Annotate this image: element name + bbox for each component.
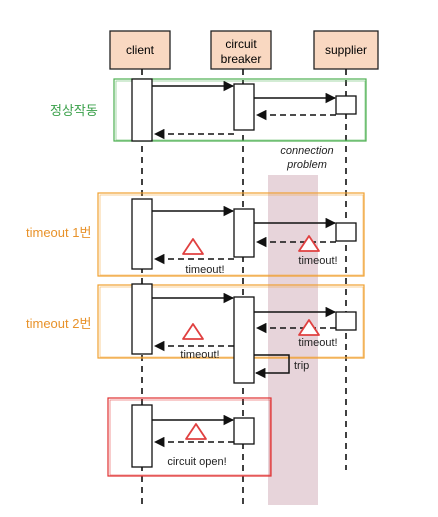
activation-breaker-timeout-2	[233, 296, 255, 384]
frame-timeout-1	[97, 192, 365, 277]
participant-breaker-label-2: breaker	[221, 52, 262, 66]
note-timeout-client-2: timeout!	[180, 349, 219, 361]
section-label-timeout-1: timeout 1번	[26, 225, 91, 240]
participant-supplier-box	[313, 30, 379, 70]
participant-breaker-box	[210, 30, 272, 70]
note-timeout-breaker-2: timeout!	[298, 337, 337, 349]
frame-timeout-2	[97, 284, 365, 359]
activation-breaker-open	[233, 417, 255, 445]
note-trip: trip	[294, 360, 309, 372]
frame-normal	[113, 78, 367, 142]
note-timeout-breaker-1: timeout!	[298, 255, 337, 267]
frame-normal-sketch	[115, 80, 366, 141]
activation-supplier-timeout-1	[335, 222, 357, 242]
warning-icon	[185, 423, 207, 440]
note-connection-problem-1: connection	[280, 145, 333, 157]
note-connection-problem-2: problem	[286, 159, 327, 171]
arrow-trip-self-call	[254, 354, 290, 379]
note-timeout-client-1: timeout!	[185, 264, 224, 276]
participant-client-label: client	[126, 43, 155, 57]
warning-icon	[182, 238, 204, 255]
activation-client-timeout-1	[131, 198, 153, 270]
connection-problem-band	[268, 175, 318, 505]
activation-breaker-normal	[233, 83, 255, 131]
participant-breaker-label-1: circuit	[225, 37, 257, 51]
participant-client-box	[109, 30, 171, 70]
participant-supplier-label: supplier	[325, 43, 367, 57]
frame-timeout-2-sketch	[99, 286, 364, 358]
frame-timeout-1-sketch	[99, 194, 364, 276]
activation-client-timeout-2	[131, 283, 153, 355]
activation-client-open	[131, 404, 153, 468]
warning-icon	[182, 323, 204, 340]
frame-circuit-open-sketch	[109, 399, 271, 476]
activation-breaker-timeout-1	[233, 208, 255, 258]
section-label-normal: 정상작동	[50, 103, 98, 118]
note-circuit-open: circuit open!	[167, 456, 226, 468]
activation-supplier-normal	[335, 95, 357, 115]
warning-icon	[298, 235, 320, 252]
frame-circuit-open	[107, 397, 272, 477]
section-label-timeout-2: timeout 2번	[26, 316, 91, 331]
activation-client-normal	[131, 78, 153, 142]
activation-supplier-timeout-2	[335, 311, 357, 331]
warning-icon	[298, 319, 320, 336]
